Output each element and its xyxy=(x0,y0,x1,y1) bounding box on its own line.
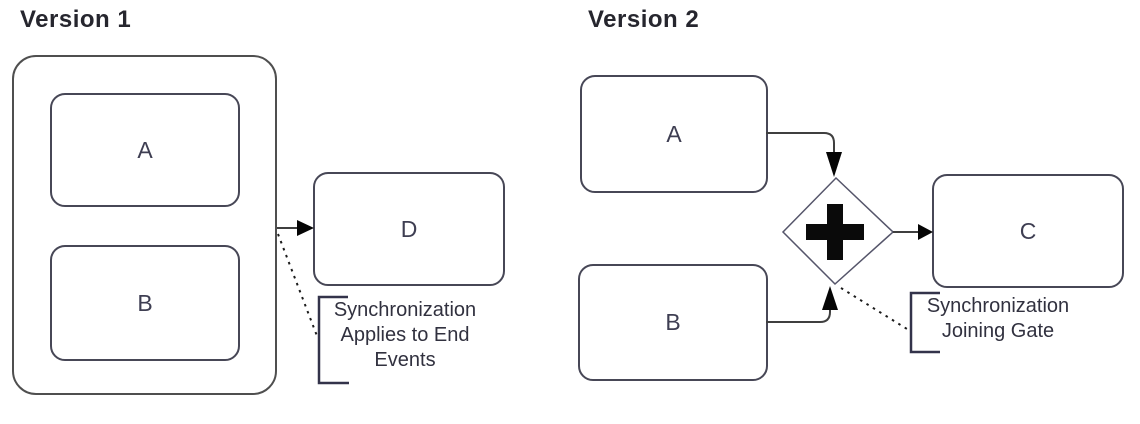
gateway-diamond xyxy=(781,176,895,286)
v2-flow-a-to-gateway xyxy=(766,132,842,177)
node-v1-d-label: D xyxy=(400,215,418,242)
version2-title: Version 2 xyxy=(588,6,700,33)
arrowhead-right-icon xyxy=(918,224,933,240)
node-v2-c-label: C xyxy=(1019,217,1037,244)
v1-flow-arrow xyxy=(277,220,314,236)
node-v2-b-label: B xyxy=(665,309,681,335)
v2-annotation-dashed-line xyxy=(840,287,908,330)
version1-title: Version 1 xyxy=(20,6,132,33)
node-v1-a-label: A xyxy=(137,136,153,163)
v2-flow-b-to-gateway xyxy=(766,286,838,323)
v1-annotation-line: Events xyxy=(374,349,436,371)
node-v1-b: B xyxy=(50,245,240,361)
node-v2-a: A xyxy=(580,75,768,193)
node-v1-d: D xyxy=(313,172,505,286)
v2-annotation: Synchronization Joining Gate xyxy=(918,294,1078,344)
plus-icon xyxy=(806,204,864,260)
node-v1-b-label: B xyxy=(137,289,153,316)
node-v2-c: C xyxy=(932,174,1124,288)
v2-annotation-line: Synchronization xyxy=(926,295,1070,317)
v2-annotation-line: Joining Gate xyxy=(941,320,1055,342)
node-v2-b: B xyxy=(578,264,768,381)
v1-annotation-dashed-line xyxy=(277,233,318,337)
arrowhead-right-icon xyxy=(297,220,314,236)
v1-annotation-line: Applies to End xyxy=(340,324,470,346)
arrowhead-down-icon xyxy=(826,152,842,177)
v1-annotation-line: Synchronization xyxy=(333,299,477,321)
v1-annotation: Synchronization Applies to End Events xyxy=(322,298,488,373)
node-v2-a-label: A xyxy=(666,120,682,147)
gateway-parallel-join xyxy=(781,176,895,286)
v2-flow-gateway-to-c xyxy=(893,224,933,240)
arrowhead-up-icon xyxy=(822,286,838,310)
node-v1-a: A xyxy=(50,93,240,207)
